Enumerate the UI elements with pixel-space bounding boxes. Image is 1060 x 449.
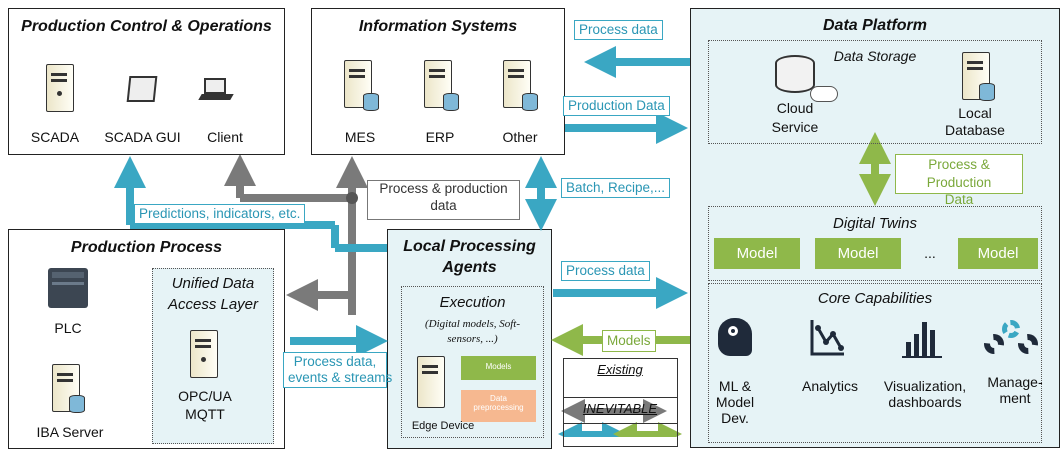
opc-server-icon xyxy=(190,330,218,378)
data-platform-title: Data Platform xyxy=(822,17,928,34)
local-database-label-1: Local xyxy=(958,105,992,121)
process-production-data-line-1: Process & Production xyxy=(926,157,992,190)
production-data-label: Production Data xyxy=(563,96,670,117)
process-data-top-label: Process data xyxy=(574,20,663,41)
plc-label: PLC xyxy=(54,320,82,336)
scada-label: SCADA xyxy=(30,129,80,145)
cloud-database-icon xyxy=(775,55,817,95)
model-ellipsis: ... xyxy=(924,245,936,261)
analytics-icon xyxy=(808,316,846,358)
execution-subtitle-2: sensors, ...) xyxy=(447,333,498,345)
legend-existing: Existing xyxy=(563,358,678,424)
model-block: Model xyxy=(714,238,800,269)
monitor-icon xyxy=(126,76,158,102)
mes-server-icon xyxy=(344,60,379,111)
udal-title-2: Access Layer xyxy=(167,296,259,313)
edge-device-label: Edge Device xyxy=(411,420,475,432)
brain-gears-icon xyxy=(718,318,752,356)
execution-subtitle-1: (Digital models, Soft- xyxy=(424,318,521,330)
production-process-title: Production Process xyxy=(70,239,223,256)
digital-twins-section xyxy=(708,206,1042,281)
data-storage-section xyxy=(708,40,1042,144)
core-capabilities-title: Core Capabilities xyxy=(817,290,933,307)
data-platform-panel xyxy=(690,8,1060,448)
local-database-label-2: Database xyxy=(945,122,1005,138)
preprocessing-tag: Data preprocessing xyxy=(461,390,536,422)
scada-gui-label: SCADA GUI xyxy=(104,129,181,145)
data-storage-title: Data Storage xyxy=(833,48,917,64)
cloud-icon xyxy=(810,86,838,102)
process-production-data-line-2: Data xyxy=(944,192,974,208)
capability-visualization-label: Visualization, dashboards xyxy=(883,378,967,411)
server-icon xyxy=(46,64,74,112)
legend-inevitable-label: INEVITABLE xyxy=(582,401,658,416)
legend-inevitable: INEVITABLE xyxy=(563,397,678,447)
local-server-icon xyxy=(962,52,995,101)
mes-label: MES xyxy=(344,129,376,145)
models-tag: Models xyxy=(461,356,536,380)
capability-analytics-label: Analytics xyxy=(801,378,859,394)
edge-server-icon xyxy=(417,356,445,408)
digital-twins-title: Digital Twins xyxy=(833,215,917,232)
batch-recipe-label: Batch, Recipe,... xyxy=(561,178,671,199)
iba-server-label: IBA Server xyxy=(36,424,104,440)
mqtt-label: MQTT xyxy=(185,406,225,422)
bar-chart-icon xyxy=(902,318,942,358)
cloud-service-label-2: Service xyxy=(771,119,819,135)
capability-management-label: Manage- ment xyxy=(987,374,1043,407)
cloud-service-label-1: Cloud xyxy=(776,100,814,116)
udal-title-1: Unified Data xyxy=(171,275,255,292)
models-back-label: Models xyxy=(602,330,656,352)
other-label: Other xyxy=(502,129,538,145)
legend-existing-label: Existing xyxy=(597,362,643,377)
client-label: Client xyxy=(207,129,243,145)
local-agents-title-1: Local Processing xyxy=(403,238,536,255)
other-server-icon xyxy=(503,60,538,111)
process-events-label: Process data, events & streams xyxy=(283,352,392,389)
flow-arrows xyxy=(114,46,891,437)
gears-icon xyxy=(980,318,1042,360)
process-production-data-tag: Process & Production Data xyxy=(895,154,1023,207)
capability-ml-label: ML & Model Dev. xyxy=(715,378,755,427)
model-block: Model xyxy=(958,238,1038,269)
process-data-mid-label: Process data xyxy=(561,261,650,282)
information-systems-title: Information Systems xyxy=(358,18,518,35)
laptop-icon xyxy=(198,78,234,102)
local-agents-title-2: Agents xyxy=(442,259,497,276)
iba-server-icon xyxy=(52,364,85,413)
erp-server-icon xyxy=(424,60,459,111)
production-control-title: Production Control & Operations xyxy=(21,18,272,35)
execution-title: Execution xyxy=(439,294,506,311)
opc-ua-label: OPC/UA xyxy=(178,388,232,404)
predictions-label: Predictions, indicators, etc. xyxy=(134,204,306,225)
model-block: Model xyxy=(815,238,901,269)
process-production-data-label: Process & production data xyxy=(367,180,520,220)
plc-icon xyxy=(48,268,88,308)
erp-label: ERP xyxy=(425,129,455,145)
